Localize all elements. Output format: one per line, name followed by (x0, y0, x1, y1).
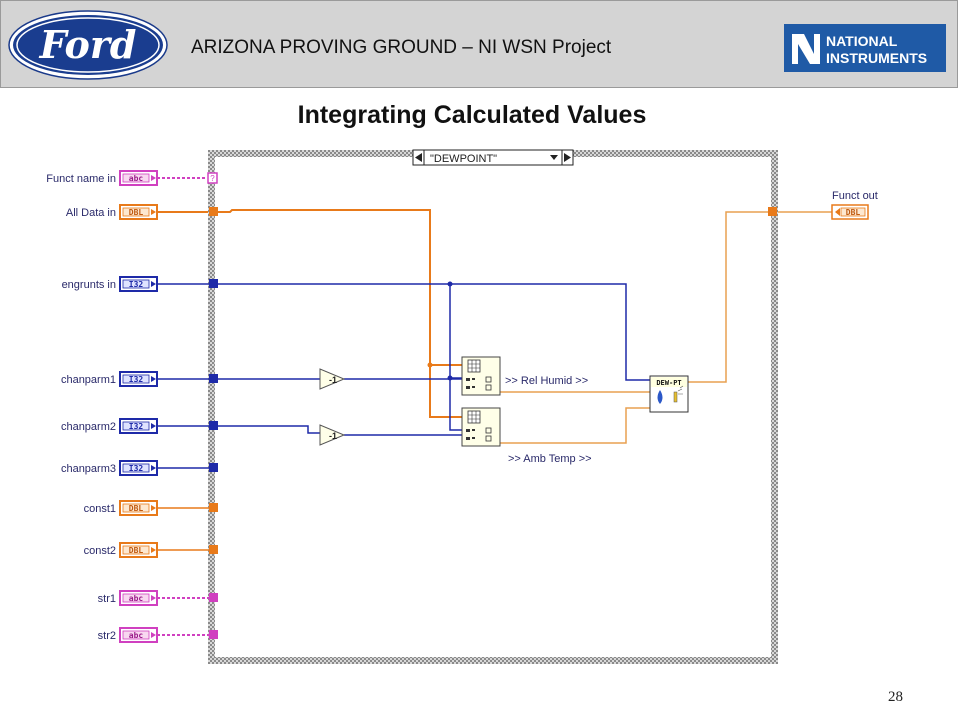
terminal-label: chanparm1 (61, 374, 116, 386)
tunnel-str1 (209, 593, 218, 602)
output-terminal-label: Funct out (832, 190, 878, 202)
wire-label-rel-humid: >> Rel Humid >> (505, 375, 588, 387)
terminal-type: I32 (129, 280, 144, 289)
case-selector[interactable]: "DEWPOINT" (412, 149, 574, 166)
tunnel-const2 (209, 545, 218, 554)
ford-logo-text: Ford (39, 22, 137, 67)
decrement-node[interactable]: -1 (319, 424, 346, 446)
wire-label-amb-temp: >> Amb Temp >> (508, 453, 592, 465)
input-terminal[interactable]: str1 abc (98, 590, 158, 606)
tunnel-chanparm2 (209, 421, 218, 430)
wire-engrunts (157, 283, 650, 381)
ni-logo-line2: INSTRUMENTS (826, 50, 927, 66)
wires (157, 177, 832, 636)
terminal-label: chanparm2 (61, 421, 116, 433)
terminal-type: DBL (129, 208, 144, 217)
tunnel-str2 (209, 630, 218, 639)
wire-all-data-inner (218, 209, 462, 366)
previous-case-icon[interactable] (415, 153, 422, 162)
terminal-type: abc (129, 174, 144, 183)
terminal-type: I32 (129, 422, 144, 431)
case-tunnels: ? (207, 172, 777, 639)
index-array-subvi[interactable] (461, 407, 501, 447)
terminal-type: abc (129, 594, 144, 603)
terminal-type: abc (129, 631, 144, 640)
next-case-icon[interactable] (564, 153, 571, 162)
wire-junction (447, 281, 453, 287)
dewpoint-subvi[interactable]: DEW-PT (649, 375, 689, 413)
tunnel-all-data (209, 207, 218, 216)
slide-title: Integrating Calculated Values (297, 101, 647, 129)
output-terminal-type: DBL (846, 208, 861, 217)
input-terminal[interactable]: Funct name in abc (46, 170, 158, 186)
terminal-label: str2 (98, 630, 116, 642)
terminal-label: str1 (98, 593, 116, 605)
terminal-type: I32 (129, 375, 144, 384)
wire-amb-temp (500, 407, 650, 444)
tunnel-funct-name (207, 172, 218, 184)
decrement-label: -1 (329, 431, 337, 441)
input-terminal[interactable]: const2 DBL (84, 542, 158, 558)
input-terminal[interactable]: const1 DBL (84, 500, 158, 516)
terminal-label: Funct name in (46, 173, 116, 185)
output-terminal[interactable]: Funct out DBL (831, 190, 878, 220)
input-terminal[interactable]: chanparm2 I32 (61, 418, 158, 434)
terminal-label: const1 (84, 503, 116, 515)
wire-junction (427, 362, 433, 368)
terminal-label: chanparm3 (61, 463, 116, 475)
water-drop-icon (657, 390, 663, 404)
tunnel-const1 (209, 503, 218, 512)
wire-junction (447, 375, 453, 381)
case-dropdown-icon[interactable] (550, 155, 558, 160)
decrement-label: -1 (329, 375, 337, 385)
terminal-label: const2 (84, 545, 116, 557)
input-terminal[interactable]: All Data in DBL (66, 204, 158, 220)
terminal-label: All Data in (66, 207, 116, 219)
ni-logo-line1: NATIONAL (826, 33, 898, 49)
header-title: ARIZONA PROVING GROUND – NI WSN Project (191, 37, 612, 58)
wire-dewpt-out (688, 211, 768, 383)
input-terminal[interactable]: chanparm3 I32 (61, 460, 158, 476)
tunnel-engrunts (209, 279, 218, 288)
tunnel-chanparm3 (209, 463, 218, 472)
tunnel-funct-out (768, 207, 777, 216)
terminal-label: engrunts in (62, 279, 116, 291)
thermometer-icon (673, 391, 678, 403)
ford-logo: Ford (8, 10, 168, 80)
case-structure (208, 150, 778, 664)
input-terminal-list: Funct name in abc All Data in DBL engrun… (46, 170, 158, 643)
input-terminal[interactable]: engrunts in I32 (62, 276, 158, 292)
national-instruments-logo: NATIONAL INSTRUMENTS (784, 24, 946, 72)
tunnel-chanparm1 (209, 374, 218, 383)
wire-chanparm2 (157, 425, 320, 434)
case-selector-value: "DEWPOINT" (430, 153, 497, 165)
decrement-node[interactable]: -1 (319, 368, 346, 390)
page-number: 28 (888, 689, 903, 705)
wire-engrunts-branch (449, 284, 462, 431)
dewpoint-subvi-label: DEW-PT (656, 379, 681, 387)
input-terminal[interactable]: str2 abc (98, 627, 158, 643)
terminal-type: DBL (129, 546, 144, 555)
wire-all-data-branch (429, 365, 462, 418)
slide-header: Ford ARIZONA PROVING GROUND – NI WSN Pro… (0, 0, 958, 88)
terminal-type: I32 (129, 464, 144, 473)
input-terminal[interactable]: chanparm1 I32 (61, 371, 158, 387)
terminal-type: DBL (129, 504, 144, 513)
index-array-subvi[interactable] (461, 356, 501, 396)
svg-text:?: ? (210, 174, 215, 183)
